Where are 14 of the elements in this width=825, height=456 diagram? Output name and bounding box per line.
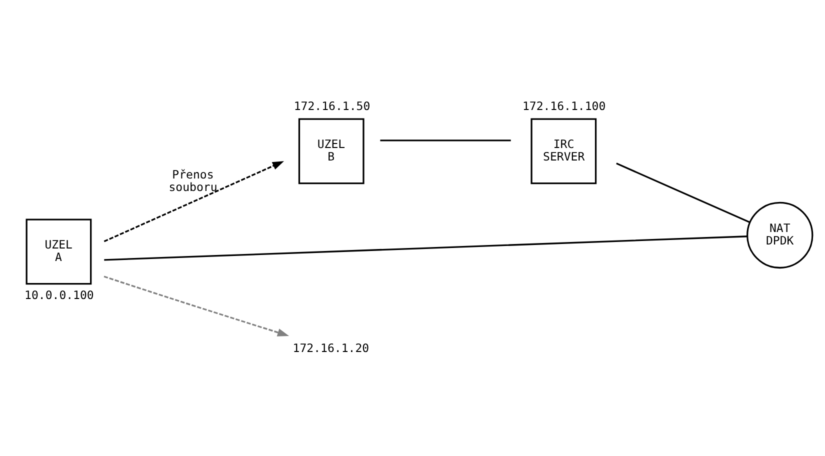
node-label: 10.0.0.100 bbox=[24, 288, 94, 302]
node-label: 172.16.1.100 bbox=[522, 99, 606, 114]
node-circle: NAT DPDK bbox=[746, 202, 814, 269]
arrow bbox=[104, 161, 284, 242]
edge-label: Přenos souboru bbox=[168, 168, 218, 194]
node-text: 172.16.1.20 bbox=[292, 340, 370, 355]
node-box: UZEL B bbox=[298, 118, 364, 184]
arrow bbox=[104, 276, 290, 336]
node-box: UZEL A bbox=[26, 218, 92, 285]
connector bbox=[380, 140, 511, 142]
connector bbox=[616, 162, 750, 223]
node-label: 172.16.1.50 bbox=[294, 99, 370, 114]
connector bbox=[104, 236, 748, 261]
node-box: IRC SERVER bbox=[530, 118, 597, 184]
